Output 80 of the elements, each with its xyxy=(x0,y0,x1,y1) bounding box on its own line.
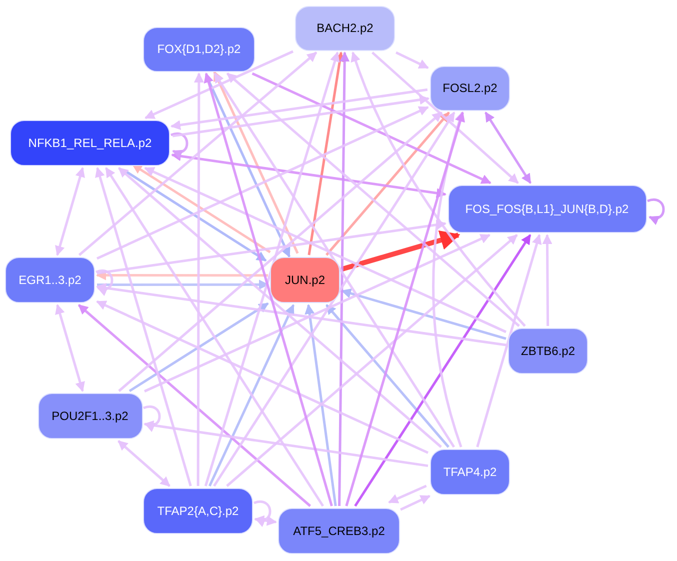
node-box xyxy=(270,257,340,303)
arrow xyxy=(341,230,460,272)
arrow xyxy=(172,94,430,138)
arrow xyxy=(95,167,192,486)
arrow xyxy=(96,270,114,296)
node-box xyxy=(430,449,510,495)
arrow xyxy=(351,52,526,327)
arrow xyxy=(214,72,456,448)
arrow xyxy=(96,106,429,260)
arrow xyxy=(118,167,442,448)
arrow xyxy=(226,72,520,327)
arrow xyxy=(144,420,428,468)
arrow xyxy=(118,112,442,392)
arrow xyxy=(55,167,85,256)
arrow xyxy=(308,52,345,256)
arrow xyxy=(326,112,450,256)
node-label: FOS_FOS{B,L1}_JUN{B,D}.p2 xyxy=(465,201,629,218)
arrow xyxy=(96,220,446,275)
node-label: NFKB1_REL_RELA.p2 xyxy=(28,135,152,152)
arrow xyxy=(476,234,542,448)
node-label: TFAP4.p2 xyxy=(443,464,497,481)
arrow xyxy=(125,170,267,262)
arrow xyxy=(208,304,295,487)
arrow xyxy=(252,72,492,184)
arrow xyxy=(96,300,429,454)
arrow xyxy=(542,234,552,326)
node-label: EGR1..3.p2 xyxy=(18,272,82,289)
node-label: POU2F1..3.p2 xyxy=(52,408,128,425)
node-box xyxy=(143,26,255,72)
node-label: FOX{D1,D2}.p2 xyxy=(157,41,241,58)
arrow xyxy=(144,50,294,120)
arrow xyxy=(213,70,299,254)
arrow xyxy=(171,151,446,198)
node-box xyxy=(10,120,170,166)
arrow xyxy=(55,304,85,392)
arrow xyxy=(213,112,456,487)
arrow xyxy=(132,164,271,254)
arrow xyxy=(170,88,428,130)
node-label: ATF5_CREB3.p2 xyxy=(293,523,385,540)
node-box xyxy=(278,508,400,554)
arrow xyxy=(345,112,465,506)
arrow xyxy=(326,304,450,448)
arrow xyxy=(396,51,429,69)
arrow xyxy=(144,166,507,334)
arrow xyxy=(254,515,277,526)
arrow xyxy=(388,484,427,504)
arrow xyxy=(118,440,170,487)
arrow xyxy=(372,52,519,184)
node-label: ZBTB6.p2 xyxy=(520,343,576,360)
arrow xyxy=(97,280,269,290)
arrow xyxy=(254,500,272,526)
node-label: FOSL2.p2 xyxy=(442,80,498,97)
arrow xyxy=(96,283,506,346)
node-label: TFAP2{A,C}.p2 xyxy=(157,503,239,520)
arrow xyxy=(338,52,350,506)
node-box xyxy=(143,488,253,534)
node-box xyxy=(38,393,142,439)
node-label: JUN.p2 xyxy=(284,272,325,289)
node-box xyxy=(5,257,95,303)
node-box xyxy=(430,66,510,110)
arrow xyxy=(78,52,318,256)
arrow xyxy=(194,72,204,486)
arrow xyxy=(144,234,490,392)
node-label: BACH2.p2 xyxy=(316,20,374,37)
node-box xyxy=(295,6,395,50)
arrow xyxy=(484,112,532,184)
arrow xyxy=(143,406,161,432)
arrow xyxy=(432,112,464,448)
arrow xyxy=(78,304,312,507)
node-box xyxy=(448,185,646,233)
arrow xyxy=(354,234,532,507)
arrow xyxy=(105,167,324,507)
arrow xyxy=(226,234,518,487)
arrow xyxy=(400,494,431,511)
arrow xyxy=(341,288,506,340)
node-box xyxy=(508,328,588,374)
arrow xyxy=(128,302,269,392)
arrow xyxy=(647,198,665,224)
arrow xyxy=(170,132,188,158)
arrow xyxy=(304,304,337,506)
